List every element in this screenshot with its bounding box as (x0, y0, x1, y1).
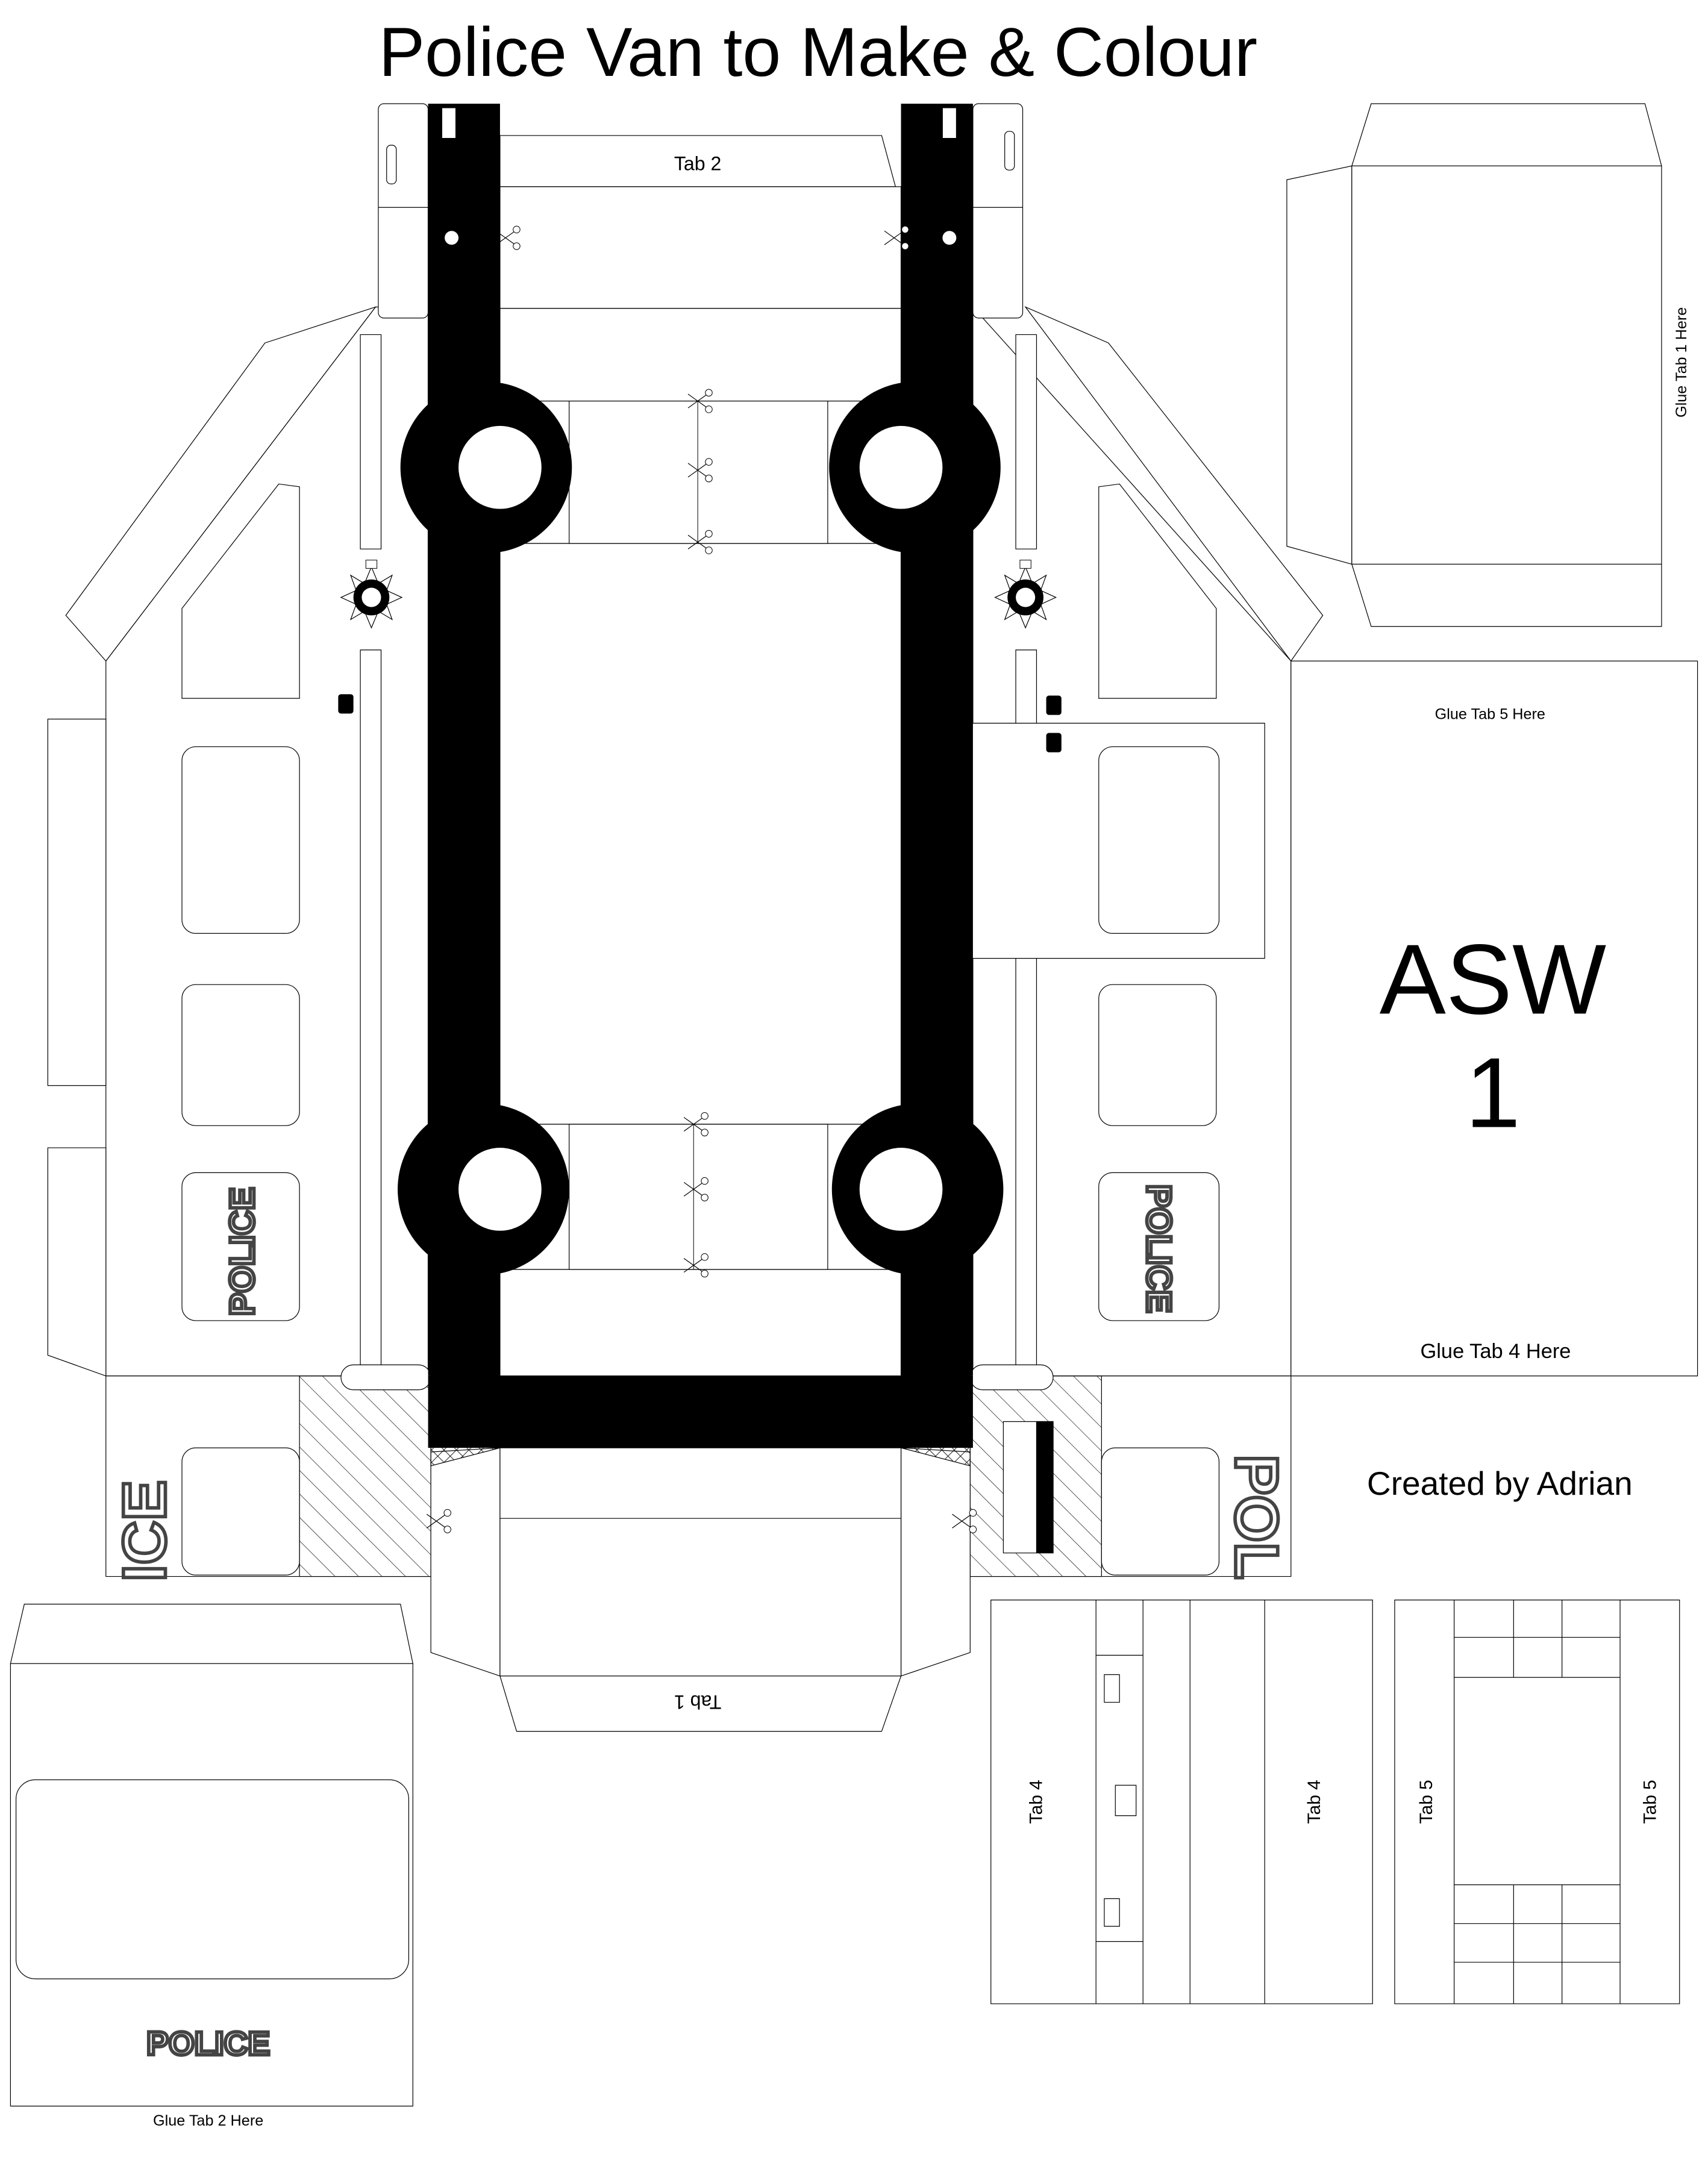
tab4-slot-1 (1104, 1675, 1119, 1703)
tab5-left-label: Tab 5 (1416, 1780, 1436, 1824)
tab1-label: Tab 1 (674, 1691, 722, 1713)
rear-door-panel (500, 1448, 901, 1676)
rear-window-right (1101, 1448, 1219, 1575)
rear-right-police-fragment: POL (1222, 1454, 1290, 1580)
bumper-left (341, 1365, 431, 1389)
tab4-outline (991, 1600, 1372, 2004)
side-box-net (1287, 104, 1662, 627)
glue-tab1-label: Glue Tab 1 Here (1673, 307, 1690, 418)
box-left-flap (1287, 166, 1352, 564)
tab4-left-label: Tab 4 (1027, 1780, 1046, 1824)
rear-corner-left (431, 1376, 500, 1466)
tab5-right-label: Tab 5 (1641, 1780, 1660, 1824)
rear-window-left (182, 1448, 299, 1575)
box-face (1352, 166, 1662, 564)
left-door-handle (338, 694, 354, 714)
rear-door-top-flap (10, 1604, 413, 1663)
glue-tab2-label: Glue Tab 2 Here (153, 2112, 263, 2129)
right-window-2 (1099, 984, 1216, 1125)
right-roof-flap (1025, 307, 1322, 662)
left-side-tab-lower (48, 1148, 105, 1376)
tab4-slot-2 (1115, 1785, 1136, 1815)
rear-hatch-left (299, 1376, 431, 1577)
right-pillar-upper (1016, 334, 1036, 549)
plate-line1: ASW (1380, 924, 1606, 1035)
right-mirror-handle (1005, 131, 1015, 170)
wheel-rear-left (398, 1103, 569, 1275)
tab5-outline (1395, 1600, 1680, 2004)
left-front-window (182, 484, 299, 698)
rear-door-window (16, 1780, 409, 1979)
rear-left-police-fragment: ICE (111, 1480, 178, 1582)
right-police-panel (1099, 1172, 1219, 1321)
roof-panel (500, 308, 901, 401)
rear-door-police-text: POLICE (146, 2025, 270, 2062)
right-mirror (973, 104, 1023, 318)
left-side-tab-upper (48, 719, 105, 1086)
tab4-slot-3 (1104, 1898, 1119, 1926)
front-axle-inner (569, 401, 828, 543)
plate-line2: 1 (1465, 1037, 1521, 1149)
rear-door-net (10, 1604, 413, 2106)
right-front-window (1099, 484, 1216, 698)
glue-tab4-label: Glue Tab 4 Here (1421, 1340, 1571, 1363)
cut-marks (425, 225, 978, 1534)
rear-chassis-bar (428, 1375, 973, 1448)
left-police-text: POLICE (223, 1187, 261, 1316)
left-roof-flap (66, 307, 375, 662)
wheel-rear-right (831, 1103, 1004, 1275)
left-window-1 (182, 746, 299, 933)
left-police-panel (182, 1172, 299, 1321)
left-pillar-lower (360, 650, 381, 1369)
floor-panel (500, 543, 901, 1124)
left-mirror-handle (387, 145, 396, 184)
left-window-2 (182, 984, 299, 1125)
wheel-front-right (829, 381, 1001, 554)
bumper-right (970, 1365, 1053, 1389)
left-pillar-upper (360, 334, 381, 549)
rear-side-left (431, 1448, 500, 1676)
rear-side-right (901, 1448, 971, 1676)
page-title: Police Van to Make & Colour (379, 14, 1257, 91)
plate-panel (1291, 661, 1698, 1376)
tab2-label: Tab 2 (674, 152, 722, 174)
box-bottom-flap (1352, 564, 1662, 626)
wheels (398, 381, 1004, 1275)
rear-light-bar (1036, 1422, 1053, 1553)
right-door-handle-1 (1046, 695, 1062, 715)
left-mirror (378, 104, 428, 318)
wheel-front-left (400, 381, 572, 554)
van-net (48, 104, 1322, 1731)
rear-floor-panel (500, 1269, 901, 1376)
tab4-piece (991, 1600, 1372, 2004)
tab5-piece (1395, 1600, 1680, 2004)
rear-axle-inner (569, 1124, 828, 1269)
right-police-text: POLICE (1139, 1184, 1178, 1313)
credit-text: Created by Adrian (1367, 1465, 1633, 1502)
glue-tab5-label: Glue Tab 5 Here (1435, 706, 1545, 723)
right-door-handle-2 (1046, 733, 1062, 753)
tab1-flap (500, 1676, 901, 1732)
rear-corner-right (901, 1376, 971, 1466)
right-window-1 (1099, 746, 1219, 933)
roof-front-panel (500, 187, 901, 308)
box-top-flap (1352, 104, 1662, 166)
tab4-right-label: Tab 4 (1304, 1780, 1324, 1824)
